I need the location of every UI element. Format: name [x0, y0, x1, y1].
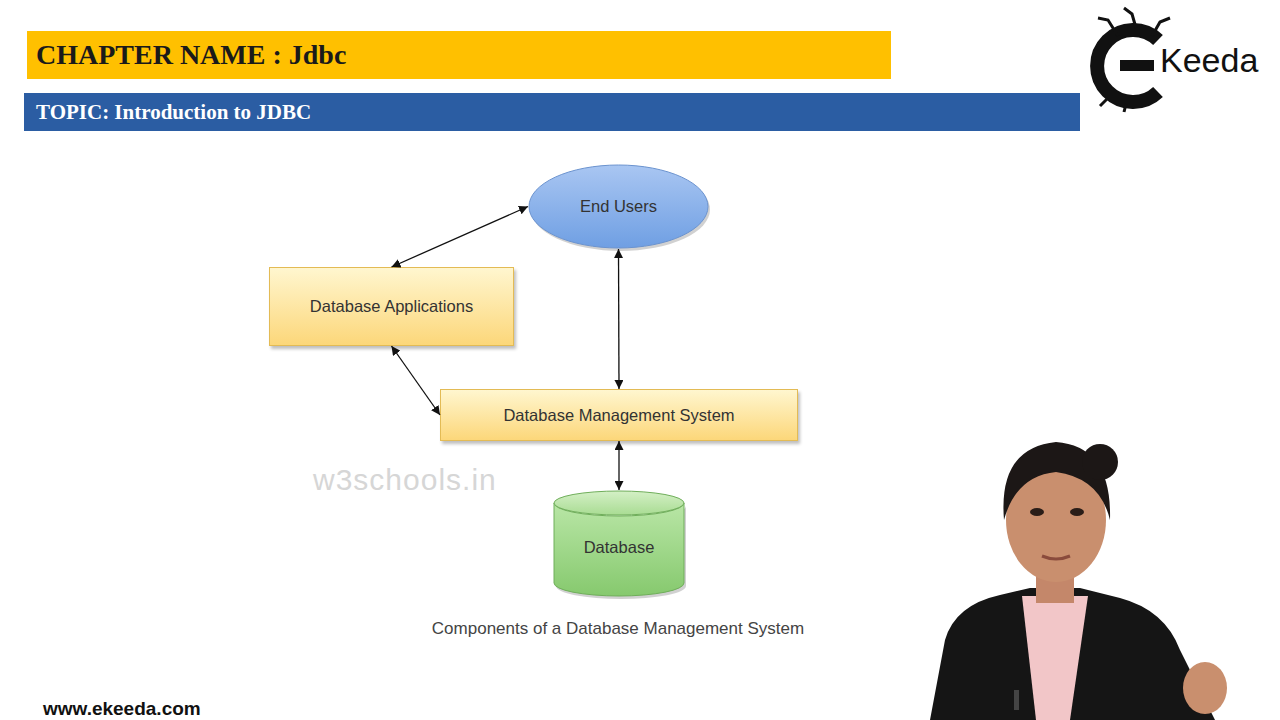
- connector-arrow: [392, 207, 529, 268]
- logo-legs: [1100, 98, 1126, 112]
- application-box: Database Applications: [269, 267, 514, 346]
- connector-arrow: [618, 441, 619, 490]
- user-ellipse: End Users: [528, 164, 709, 249]
- connector-arrow: [392, 346, 441, 415]
- presenter-eye: [1030, 508, 1044, 516]
- node-label: Database Management System: [503, 406, 734, 425]
- logo-text: Keeda: [1160, 40, 1258, 80]
- presenter-eye: [1070, 508, 1084, 516]
- diagram-caption: Components of a Database Management Syst…: [318, 619, 918, 639]
- chapter-title: CHAPTER NAME : Jdbc: [36, 31, 346, 79]
- presenter-cardigan: [930, 588, 1215, 720]
- presenter-shirt: [1022, 596, 1088, 720]
- topic-heading: TOPIC: Introduction to JDBC: [36, 93, 311, 131]
- logo-mark: [1097, 8, 1170, 112]
- website-url: www.ekeeda.com: [43, 697, 201, 720]
- presenter-figure: [930, 442, 1227, 720]
- presenter-hair-bun: [1082, 444, 1118, 480]
- connector-arrow: [618, 249, 620, 389]
- presenter-microphone: [1014, 690, 1019, 710]
- node-label: Database: [584, 538, 655, 557]
- logo-bar: [1120, 60, 1154, 71]
- watermark: w3schools.in: [313, 462, 497, 498]
- database-cylinder: Database: [553, 490, 685, 596]
- dbms-box: Database Management System: [440, 389, 798, 441]
- presenter-hand: [1183, 662, 1227, 714]
- logo-ring: [1097, 30, 1158, 102]
- logo-legs: [1098, 8, 1170, 36]
- chapter-band: [27, 31, 891, 79]
- presenter-mouth: [1042, 556, 1070, 559]
- node-label: End Users: [580, 197, 657, 216]
- topic-band: [24, 93, 1080, 131]
- node-label: Database Applications: [310, 297, 473, 316]
